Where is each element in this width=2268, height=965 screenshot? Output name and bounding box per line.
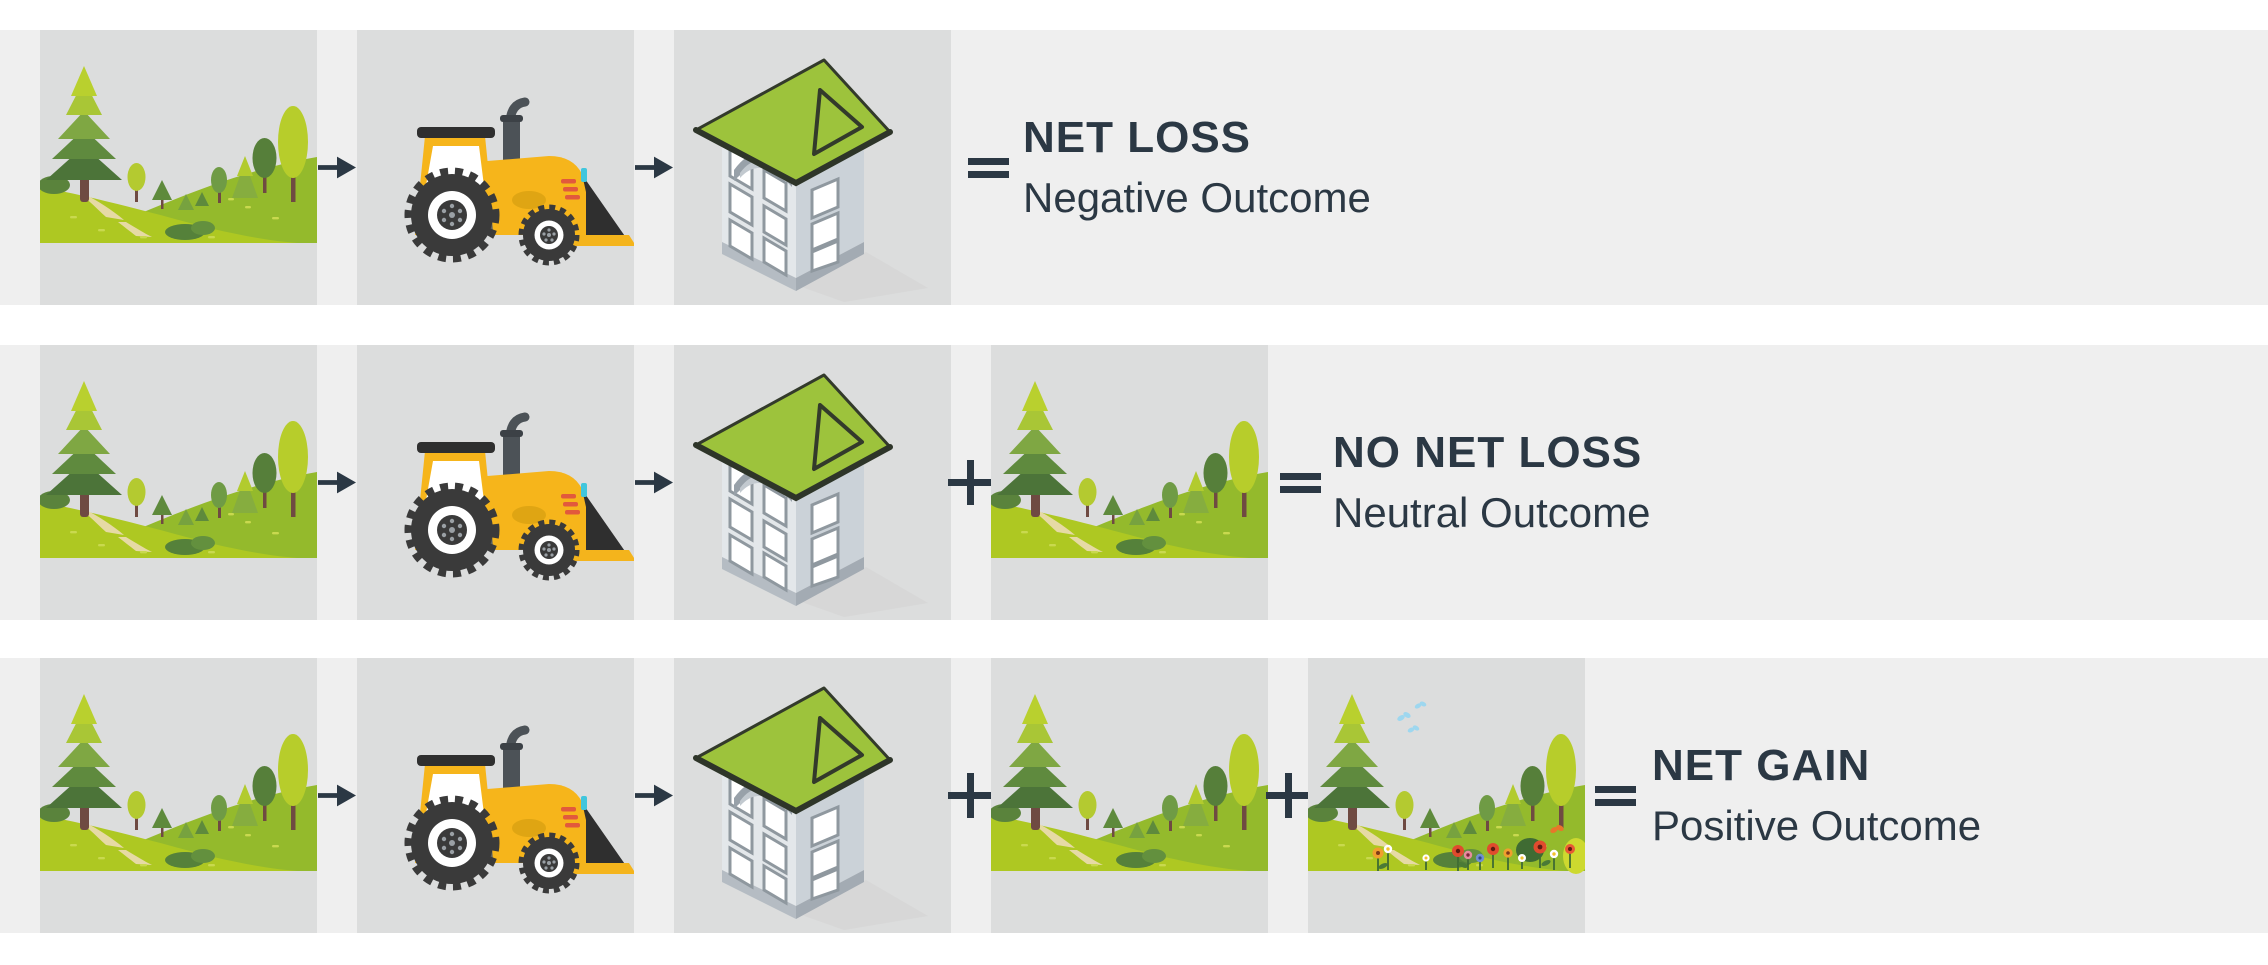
outcome-text-no-net-loss: NO NET LOSS Neutral Outcome <box>1333 423 1650 543</box>
outcome-subheading: Positive Outcome <box>1652 802 1982 849</box>
arrow-right-icon <box>635 469 673 496</box>
tile-bulldozer <box>357 30 634 305</box>
arrow-right-icon <box>635 782 673 809</box>
forest-landscape-icon <box>991 658 1268 933</box>
outcome-subheading: Negative Outcome <box>1023 174 1371 221</box>
arrow-right-icon <box>635 154 673 181</box>
equals-icon <box>1595 782 1636 810</box>
outcome-heading: NET GAIN <box>1652 741 1871 790</box>
forest-landscape-icon <box>40 30 317 305</box>
tile-forest-landscape <box>991 345 1268 620</box>
equals-icon <box>968 154 1009 182</box>
tile-bulldozer <box>357 345 634 620</box>
outcome-text-net-gain: NET GAIN Positive Outcome <box>1652 736 1981 856</box>
forest-landscape-icon <box>40 658 317 933</box>
forest-landscape-icon <box>991 345 1268 620</box>
row-net-loss: NET LOSS Negative Outcome <box>0 30 2268 305</box>
arrow-right-icon <box>318 469 356 496</box>
row-net-gain: NET GAIN Positive Outcome <box>0 658 2268 933</box>
bulldozer-icon <box>357 30 634 305</box>
building-icon <box>674 30 951 305</box>
tile-forest-landscape <box>40 30 317 305</box>
tile-forest-landscape <box>40 345 317 620</box>
tile-bulldozer <box>357 658 634 933</box>
tile-building <box>674 30 951 305</box>
outcome-text-net-loss: NET LOSS Negative Outcome <box>1023 108 1371 228</box>
flower-meadow-icon <box>1308 658 1585 933</box>
tile-flower-meadow <box>1308 658 1585 933</box>
outcome-subheading: Neutral Outcome <box>1333 489 1651 536</box>
outcome-heading: NO NET LOSS <box>1333 428 1643 477</box>
row-no-net-loss: NO NET LOSS Neutral Outcome <box>0 345 2268 620</box>
building-icon <box>674 658 951 933</box>
tile-forest-landscape <box>991 658 1268 933</box>
forest-landscape-icon <box>40 345 317 620</box>
bulldozer-icon <box>357 345 634 620</box>
tile-building <box>674 345 951 620</box>
arrow-right-icon <box>318 154 356 181</box>
tile-building <box>674 658 951 933</box>
plus-icon <box>948 460 993 505</box>
plus-icon <box>1266 773 1311 818</box>
arrow-right-icon <box>318 782 356 809</box>
building-icon <box>674 345 951 620</box>
bulldozer-icon <box>357 658 634 933</box>
tile-forest-landscape <box>40 658 317 933</box>
outcome-heading: NET LOSS <box>1023 113 1252 162</box>
plus-icon <box>948 773 993 818</box>
equals-icon <box>1280 469 1321 497</box>
